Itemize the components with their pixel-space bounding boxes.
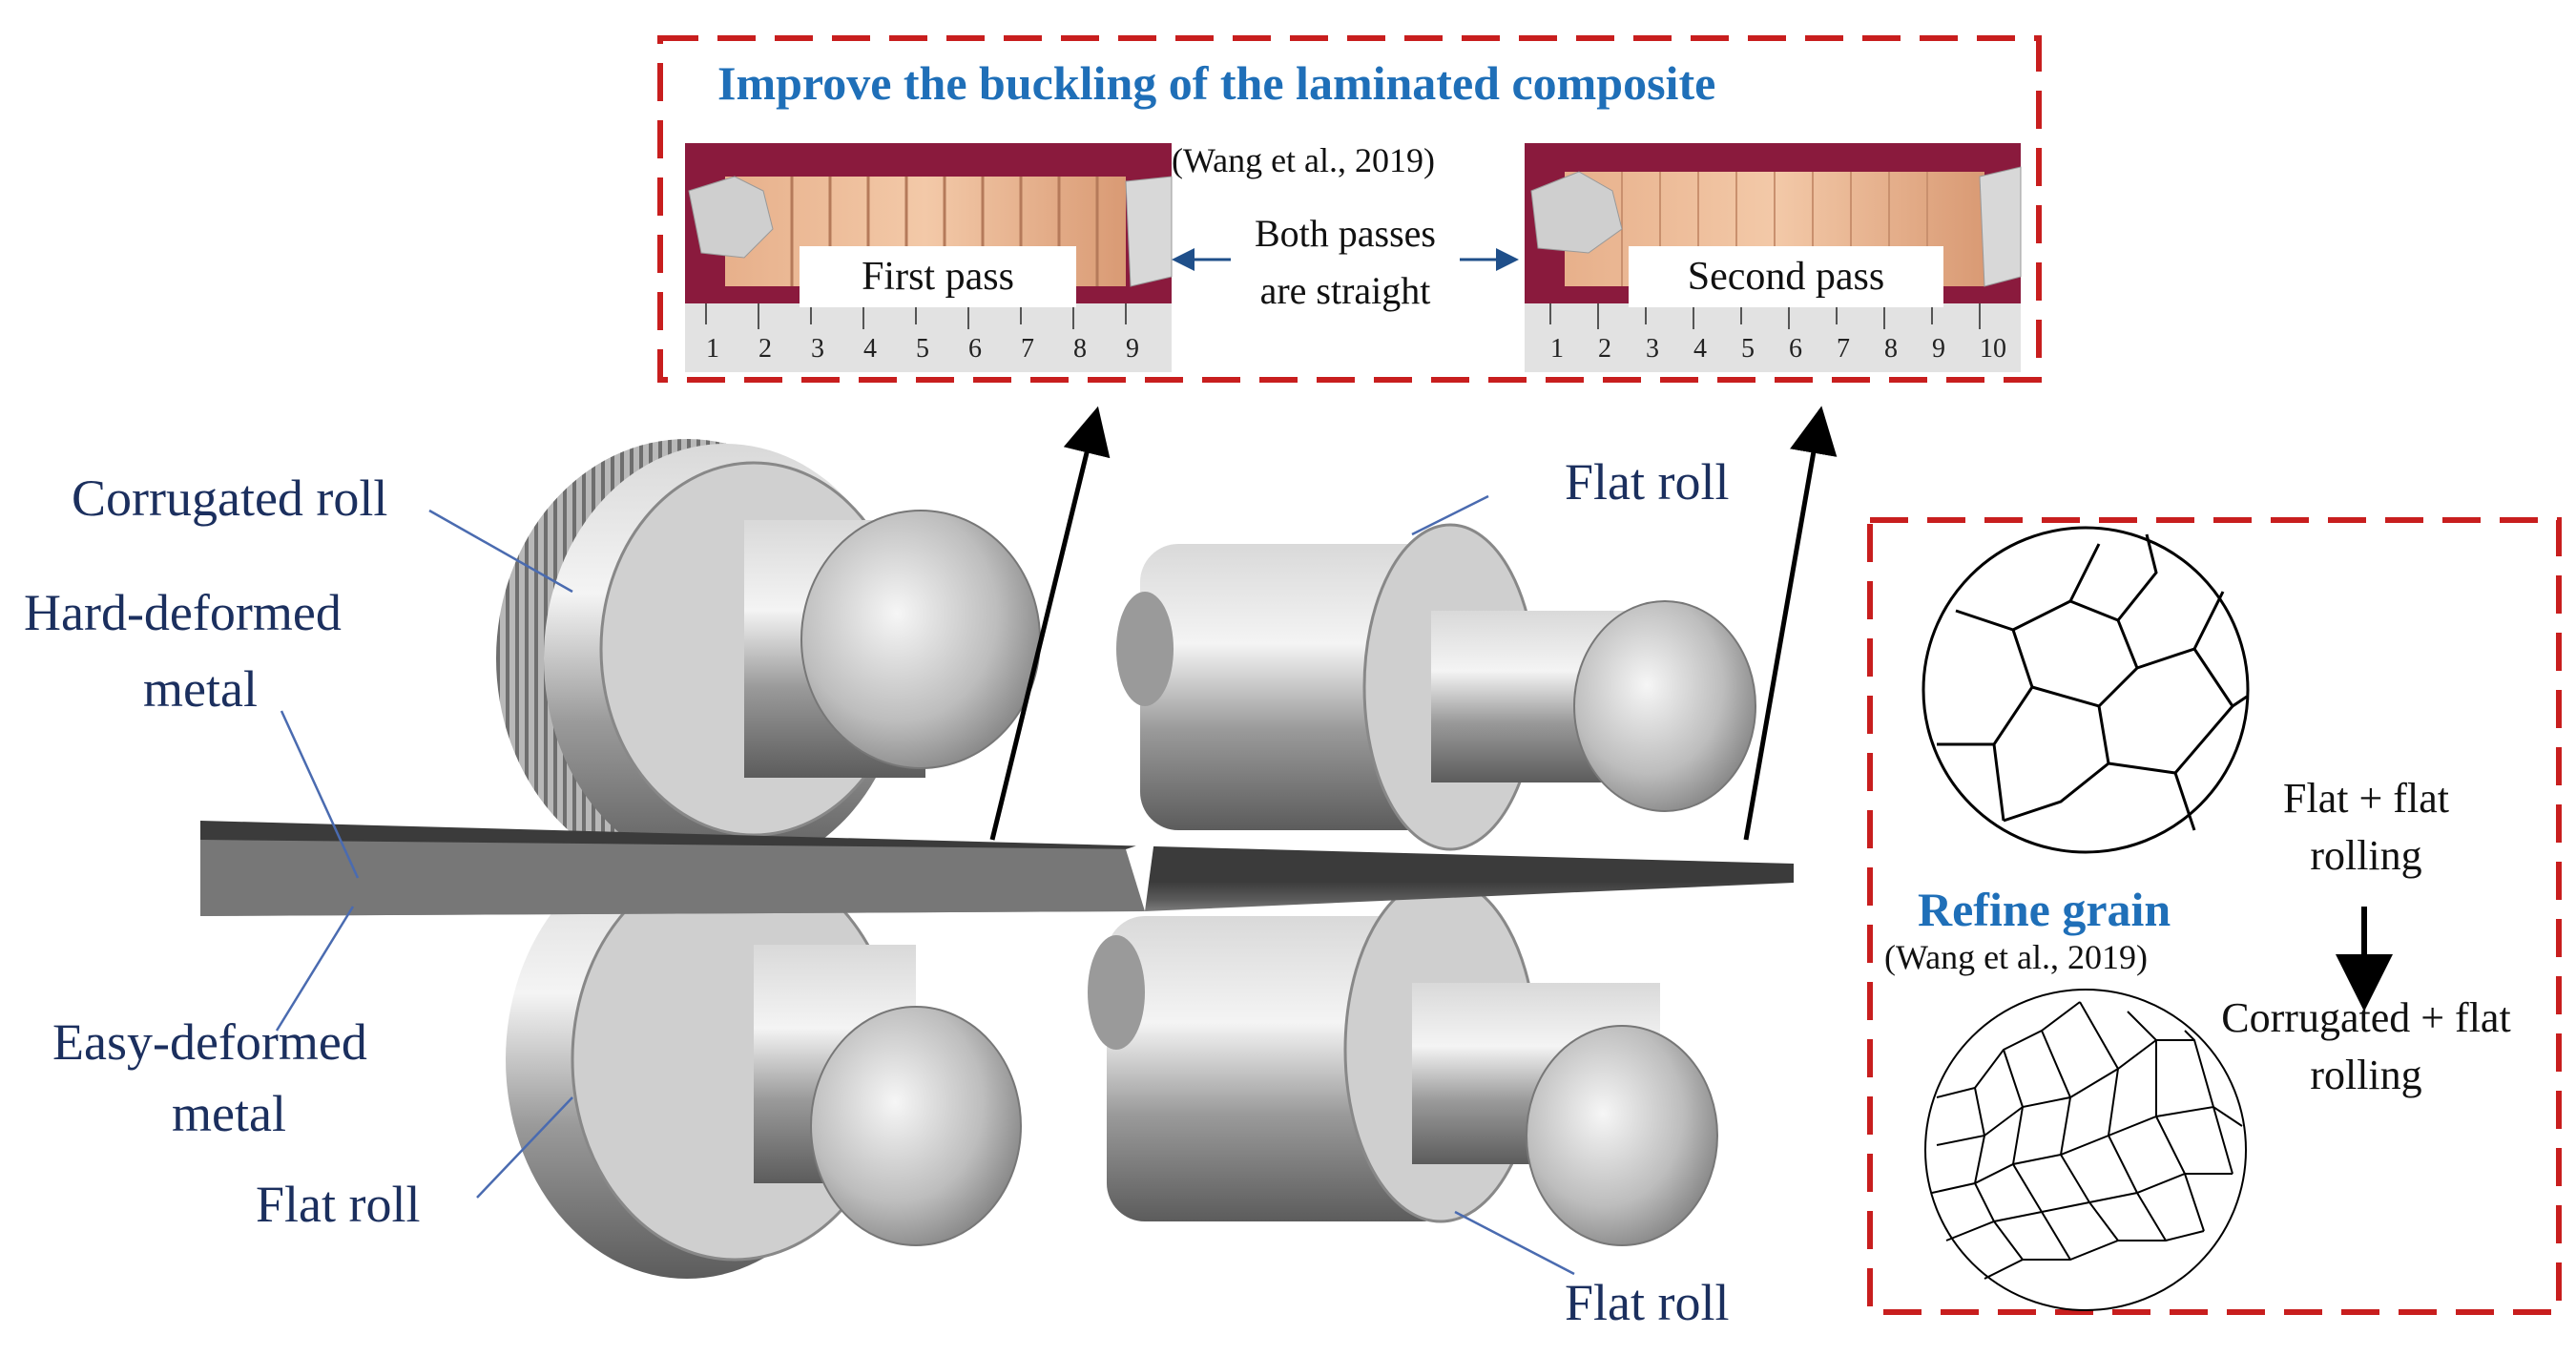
corrugated-roll-label: Corrugated roll	[72, 469, 388, 527]
easy-deformed-label-line2: metal	[172, 1085, 286, 1142]
flat-roll-top-right	[1116, 523, 1756, 851]
hard-deformed-label-line2: metal	[143, 660, 258, 718]
ruler-tick-label: 10	[1980, 334, 2006, 364]
corrugated-rolling-line1: Corrugated + flat	[2221, 994, 2511, 1041]
ruler-tick-label: 7	[1837, 334, 1850, 364]
flat-roll-top-right-label: Flat roll	[1565, 453, 1730, 511]
ruler-tick-label: 1	[706, 334, 719, 364]
ruler-tick-label: 2	[758, 334, 772, 364]
middle-note-line1: Both passes	[1255, 212, 1436, 255]
ruler-tick-label: 4	[1693, 334, 1707, 364]
flat-roll-bottom-left	[506, 840, 1022, 1279]
flat-roll-bottom-right-label: Flat roll	[1565, 1274, 1730, 1331]
ruler-tick-label: 6	[968, 334, 982, 364]
grain-panel-title: Refine grain	[1918, 883, 2171, 936]
easy-deformed-label-line1: Easy-deformed	[52, 1013, 367, 1071]
first-pass-label: First pass	[800, 246, 1076, 307]
top-panel-border	[657, 35, 2042, 383]
ruler-tick-label: 5	[916, 334, 929, 364]
ruler-tick-label: 5	[1741, 334, 1755, 364]
middle-note-line2: are straight	[1259, 269, 1431, 312]
top-panel-citation: (Wang et al., 2019)	[1172, 141, 1436, 179]
ruler-tick-label: 9	[1126, 334, 1139, 364]
ruler-right-numbers: 1 2 3 4 5 6 7 8 9 10	[1550, 334, 2008, 368]
arrow-first-pass	[989, 406, 1111, 841]
ruler-tick-label: 4	[863, 334, 877, 364]
flat-rolling-line1: Flat + flat	[2283, 775, 2449, 822]
ruler-left-numbers: 1 2 3 4 5 6 7 8 9	[706, 334, 1164, 368]
flat-rolling-line2: rolling	[2310, 832, 2422, 879]
ruler-tick-label: 3	[811, 334, 824, 364]
ruler-tick-label: 8	[1073, 334, 1087, 364]
leader-lines	[275, 494, 1575, 1276]
arrow-second-pass	[1743, 406, 1838, 841]
coarse-grain-circle	[1922, 526, 2250, 854]
second-pass-label: Second pass	[1629, 246, 1943, 307]
corrugated-roll	[496, 439, 1041, 878]
fine-grain-circle	[1924, 989, 2247, 1311]
grain-panel-border	[1867, 517, 2562, 1315]
ruler-tick-label: 8	[1884, 334, 1898, 364]
top-panel-title: Improve the buckling of the laminated co…	[717, 56, 1716, 110]
first-pass-photo	[685, 143, 1173, 372]
ruler-tick-label: 2	[1598, 334, 1611, 364]
ruler-tick-label: 6	[1789, 334, 1802, 364]
hard-deformed-label-line1: Hard-deformed	[24, 584, 342, 641]
ruler-tick-label: 9	[1932, 334, 1945, 364]
corrugated-rolling-line2: rolling	[2310, 1052, 2422, 1098]
flat-roll-bottom-right	[1088, 876, 1718, 1246]
ruler-tick-label: 7	[1021, 334, 1034, 364]
laminated-strip	[200, 821, 1794, 916]
ruler-tick-label: 1	[1550, 334, 1564, 364]
flat-roll-bottom-left-label: Flat roll	[256, 1176, 421, 1233]
ruler-tick-label: 3	[1646, 334, 1659, 364]
grain-panel-citation: (Wang et al., 2019)	[1884, 938, 2149, 976]
